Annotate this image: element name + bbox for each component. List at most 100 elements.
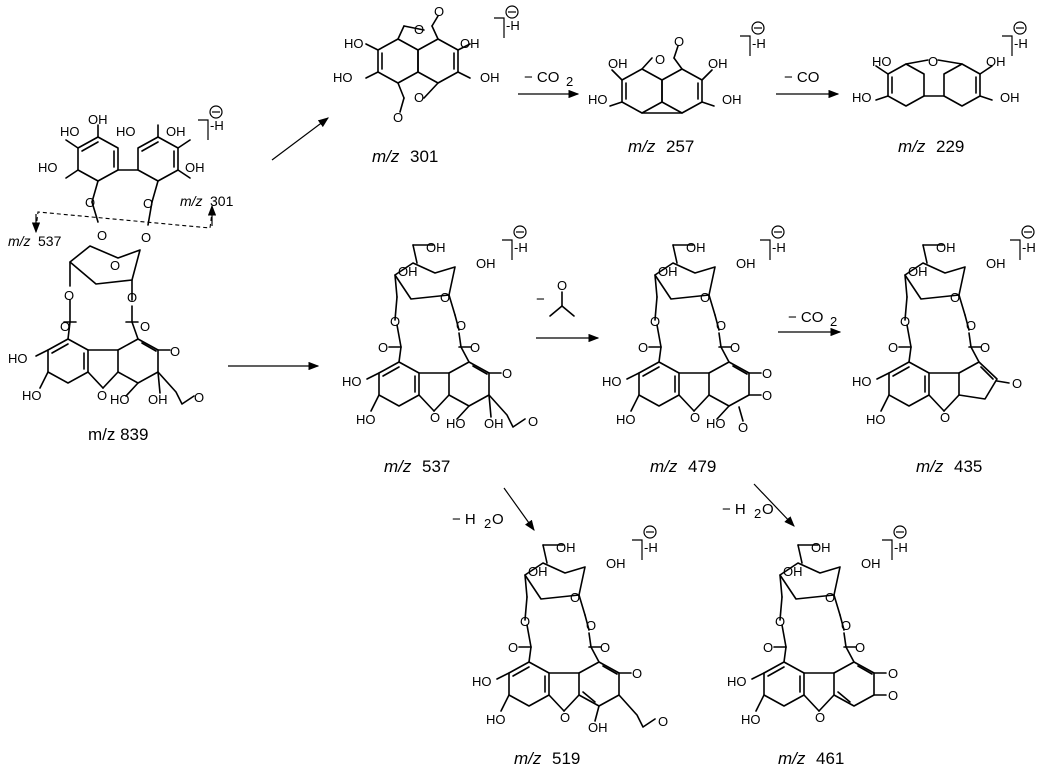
atom-label: OH xyxy=(986,256,1006,271)
atom-label: O xyxy=(141,230,151,245)
deprotonated-label: -H xyxy=(514,240,528,255)
atom-label: O xyxy=(1012,376,1022,391)
atom-label: O xyxy=(763,640,773,655)
atom-label: HO xyxy=(344,36,364,51)
atom-label: O xyxy=(966,318,976,333)
structure-537 xyxy=(366,244,526,428)
mz-461-label: 461 xyxy=(816,749,844,768)
mz-prefix: m/z xyxy=(384,457,412,476)
atom-label: O xyxy=(762,388,772,403)
ring xyxy=(117,338,159,384)
atom-label: O xyxy=(390,314,400,329)
atom-label: OH xyxy=(148,392,168,407)
atom-label: O xyxy=(393,110,403,125)
loss-co2: − CO xyxy=(788,309,823,326)
atom-label: O xyxy=(140,319,150,334)
labels-229: HO HO O OH OH xyxy=(852,54,1020,105)
loss-h2o-o: O xyxy=(762,501,774,518)
atom-label: HO xyxy=(472,674,492,689)
loss-minus: − xyxy=(536,291,545,308)
structure-301 xyxy=(365,15,471,113)
atom-label: O xyxy=(194,390,204,405)
atom-label: HO xyxy=(616,412,636,427)
loss-h2o: − H xyxy=(452,511,476,528)
atom-label: OH xyxy=(166,124,186,139)
loss-co: − CO xyxy=(784,69,819,86)
labels-301: HO HO OH OH O O O O xyxy=(333,4,500,125)
atom-label: O xyxy=(97,388,107,403)
deprotonated-label: -H xyxy=(752,36,766,51)
atom-label: O xyxy=(888,666,898,681)
atom-label: O xyxy=(170,344,180,359)
atom-label: O xyxy=(586,618,596,633)
mz-839-label: m/z 839 xyxy=(88,425,148,444)
parent-charge: -H xyxy=(198,105,224,140)
mz-519-label: 519 xyxy=(552,749,580,768)
atom-label: HO xyxy=(342,374,362,389)
labels-537: OH OH OH O O O O O O HO HO O HO OH O xyxy=(342,240,538,431)
atom-label: O xyxy=(110,258,120,273)
charge-537: -H xyxy=(502,225,528,260)
atom-label: OH xyxy=(556,540,576,555)
sugar-ring xyxy=(69,245,141,285)
atom-label: O xyxy=(378,340,388,355)
atom-label: O xyxy=(762,366,772,381)
atom-label: OH xyxy=(426,240,446,255)
mz-prefix: m/z xyxy=(180,193,203,209)
mz-prefix: m/z xyxy=(916,457,944,476)
structure-229 xyxy=(875,59,993,107)
atom-label: O xyxy=(414,22,424,37)
atom-label: HO xyxy=(116,124,136,139)
atom-label: O xyxy=(950,290,960,305)
labels-519: OH OH OH O O O O O O HO HO O OH O xyxy=(472,540,668,735)
atom-label: HO xyxy=(866,412,886,427)
atom-label: O xyxy=(655,52,665,67)
atom-label: O xyxy=(841,618,851,633)
atom-label: OH xyxy=(708,56,728,71)
atom-label: OH xyxy=(398,264,418,279)
mz-prefix: m/z xyxy=(650,457,678,476)
ring xyxy=(137,136,179,182)
atom-label: HO xyxy=(8,351,28,366)
atom-label: OH xyxy=(861,556,881,571)
mz-229-label: 229 xyxy=(936,137,964,156)
atom-label: O xyxy=(690,410,700,425)
charge-519: -H xyxy=(632,525,658,560)
deprotonated-label: -H xyxy=(1022,240,1036,255)
charge-301: -H xyxy=(494,5,520,38)
atom-label: OH xyxy=(606,556,626,571)
atom-label: HO xyxy=(602,374,622,389)
atom-label: HO xyxy=(356,412,376,427)
parent-structure-839 xyxy=(31,124,217,405)
atom-label: HO xyxy=(60,124,80,139)
atom-label: HO xyxy=(852,374,872,389)
atom-label: OH xyxy=(811,540,831,555)
loss-co2: − CO xyxy=(524,69,559,86)
deprotonated-label: -H xyxy=(894,540,908,555)
mz-prefix: m/z xyxy=(8,233,31,249)
parent-atom-labels: HO OH HO OH HO OH O O O O O O O O O O HO… xyxy=(8,112,205,407)
subscript: 2 xyxy=(830,314,837,329)
atom-label: O xyxy=(674,34,684,49)
loss-acetone: − O xyxy=(536,278,575,317)
atom-label: O xyxy=(520,614,530,629)
mz-prefix: m/z xyxy=(372,147,400,166)
atom-label: O xyxy=(414,90,424,105)
atom-label: O xyxy=(888,688,898,703)
atom-label: OH xyxy=(1000,90,1020,105)
atom-label: O xyxy=(85,195,95,210)
charge-257: -H xyxy=(740,21,766,56)
atom-label: HO xyxy=(486,712,506,727)
mz-479-label: 479 xyxy=(688,457,716,476)
atom-label: O xyxy=(855,640,865,655)
arrow-479-461 xyxy=(753,483,795,527)
atom-label: OH xyxy=(686,240,706,255)
atom-label: O xyxy=(980,340,990,355)
atom-label: HO xyxy=(706,416,726,431)
atom-label: OH xyxy=(484,416,504,431)
mz-prefix: m/z xyxy=(898,137,926,156)
atom-label: O xyxy=(143,196,153,211)
atom-label: O xyxy=(528,414,538,429)
atom-label: OH xyxy=(936,240,956,255)
